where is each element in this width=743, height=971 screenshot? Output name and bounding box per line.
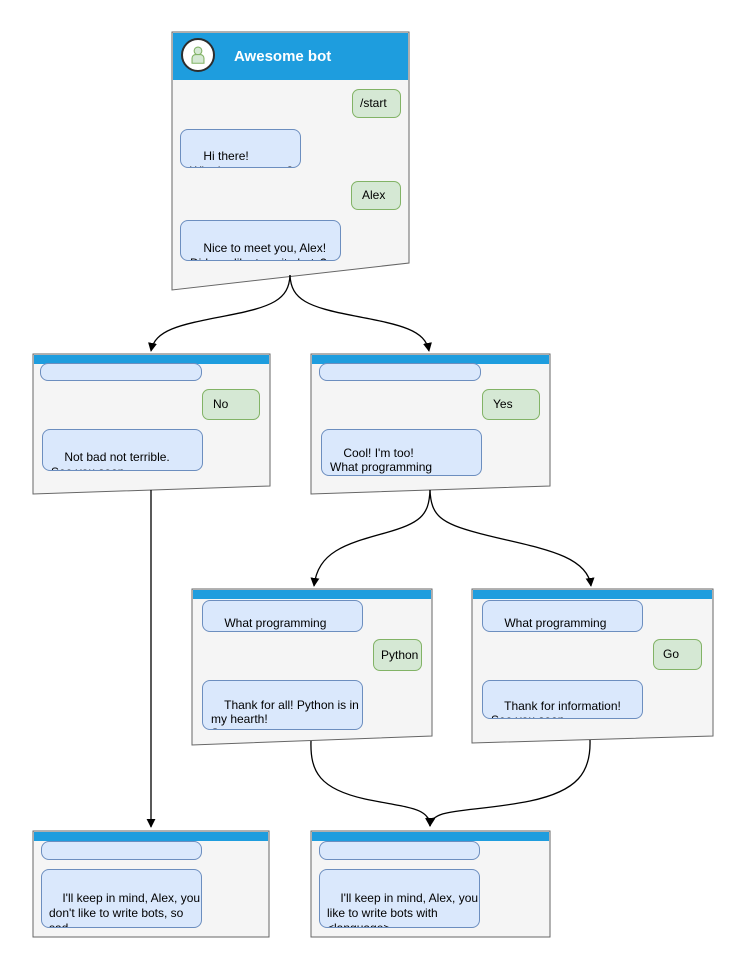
bot-message-bubble: See you soon. [41,841,202,860]
bot-message-bubble: See you soon. [319,841,480,860]
user-message-bubble: /start [352,89,401,118]
bot-message-bubble: I'll keep in mind, Alex, you like to wri… [319,869,480,928]
bot-message-text: See you soon. [63,858,140,859]
main-chat-title: Awesome bot [234,48,332,65]
user-message-text: No [213,397,229,411]
user-message-bubble: Yes [482,389,540,420]
bot-message-text: Cool! I'm too! What programming language… [330,446,477,475]
user-message-text: Alex [362,188,386,202]
user-message-text: Go [663,647,680,661]
arrow-python-to-end-yes [310,740,435,827]
python-window-header [193,590,431,599]
bot-message-bubble: I'll keep in mind, Alex, you don't like … [41,869,202,928]
go-window-header [473,590,712,599]
arrow-branch-yes-to-go [429,489,595,587]
bot-message-bubble: Did you like to write bots? [319,363,481,381]
arrow-main-to-branch-no [148,274,291,352]
user-message-bubble: Python [373,639,422,671]
user-message-bubble: No [202,389,260,420]
bot-message-text: I'll keep in mind, Alex, you like to wri… [327,891,479,928]
main-chat-header: Awesome bot [173,33,408,80]
bot-message-bubble: Hi there! What's your name? [180,129,301,168]
user-message-text: /start [360,96,387,110]
bot-message-bubble: Did you like to write bots? [40,363,202,381]
arrow-branch-yes-to-python [310,489,431,587]
branch-yes-header [312,355,549,364]
bot-message-text: Nice to meet you, Alex! Did you like to … [190,241,327,260]
bot-message-bubble: What programming language did you use fo… [482,600,643,632]
arrow-go-to-end-yes [426,739,591,827]
end-no-window-header [34,832,268,841]
user-message-bubble: Alex [351,181,401,210]
bot-message-text: I'll keep in mind, Alex, you don't like … [49,891,201,928]
user-message-bubble: Go [653,639,702,670]
bot-message-text: Hi there! What's your name? [190,149,293,167]
bot-message-text: Did you like to write bots? [341,380,478,381]
bot-avatar [181,38,215,72]
bot-message-bubble: Not bad not terrible. See you soon. [42,429,203,471]
bot-message-text: Thank for all! Python is in my hearth! S… [211,698,359,729]
bot-message-bubble: Thank for information! See you soon. [482,680,643,719]
bot-message-text: Thank for information! See you soon. [491,699,621,718]
branch-no-header [34,355,269,364]
bot-message-bubble: What programming language did you use fo… [202,600,363,632]
bot-message-text: Did you like to write bots? [62,380,199,381]
bot-message-text: Not bad not terrible. See you soon. [51,450,170,470]
bot-message-text: See you soon. [341,858,418,859]
end-yes-window-header [312,832,549,841]
bot-message-bubble: Cool! I'm too! What programming language… [321,429,482,476]
user-message-text: Yes [493,397,513,411]
person-icon [191,46,205,64]
bot-message-bubble: Thank for all! Python is in my hearth! S… [202,680,363,730]
bot-message-text: What programming language did you use fo… [491,616,638,631]
user-message-text: Python [381,647,419,662]
bot-message-text: What programming language did you use fo… [211,616,358,631]
bot-message-bubble: Nice to meet you, Alex! Did you like to … [180,220,341,261]
arrow-main-to-branch-yes [289,274,432,352]
